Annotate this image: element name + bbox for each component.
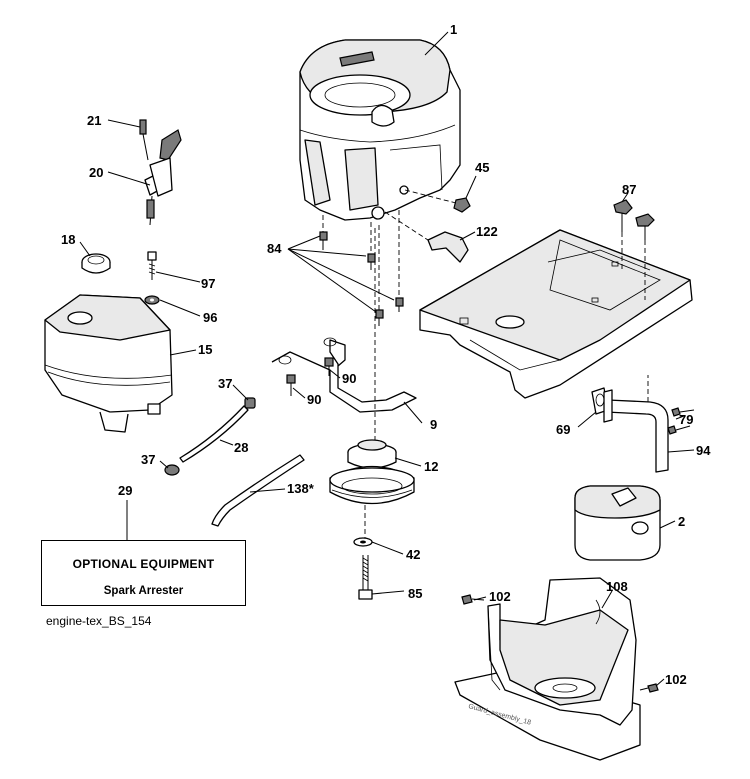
callout-washer-42: 42 [406,547,420,562]
callout-screw-102-right: 102 [665,672,687,687]
callout-bolt-90-a: 90 [342,371,356,386]
callout-clamp-37-bottom: 37 [141,452,155,467]
reference-code: engine-tex_BS_154 [46,614,152,628]
callout-pulley-12: 12 [424,459,438,474]
optional-equipment-subtitle: Spark Arrester [103,585,184,597]
bolts-84 [319,210,404,326]
throttle-control [139,119,182,226]
callout-guard-108: 108 [606,579,628,594]
optional-equipment-title: OPTIONAL EQUIPMENT [72,557,215,571]
bolt-97 [147,251,157,280]
pulley-12 [329,228,415,505]
bolt-90-b [286,374,296,396]
callout-fuel-tank: 15 [198,342,212,357]
knobs-87 [613,199,655,300]
muffler-2 [574,485,661,561]
callout-engine: 1 [450,22,457,37]
callout-screw-102-left: 102 [489,589,511,604]
callout-shield-122: 122 [476,224,498,239]
callout-nut-45: 45 [475,160,489,175]
guard-108 [454,577,641,761]
optional-equipment-box: OPTIONAL EQUIPMENT Spark Arrester [41,540,246,606]
screws-79 [647,375,695,435]
nut-45 [404,189,471,213]
screw-102-left [461,594,485,605]
callout-bolts-84: 84 [267,241,282,256]
callout-clamp-37-top: 37 [218,376,232,391]
bolt-90-a [324,357,334,376]
callout-fuel-cap: 18 [61,232,75,247]
callout-exhaust-pipe-94: 94 [696,443,711,458]
callout-washer-96: 96 [203,310,217,325]
callout-knob-87: 87 [622,182,636,197]
callout-screw-79: 79 [679,412,693,427]
callout-bolt-85: 85 [408,586,422,601]
callout-optional-29: 29 [118,483,132,498]
fuel-cap [81,253,111,274]
callout-gasket-69: 69 [556,422,570,437]
fuel-tank [44,294,173,433]
engine [299,39,461,221]
bolt-85 [358,505,373,600]
washer-96 [144,295,160,305]
callout-bracket-9: 9 [430,417,437,432]
shield-122 [384,211,469,263]
callout-throttle-control: 20 [89,165,103,180]
washer-42 [353,537,373,547]
callout-screw-21: 21 [87,113,101,128]
callout-bolt-90-b: 90 [307,392,321,407]
callout-fuel-line-28: 28 [234,440,248,455]
exhaust-pipe-94 [603,389,669,473]
frame [419,229,693,399]
callout-fuel-line-138: 138* [287,481,315,496]
callouts: 1 21 20 18 97 96 15 37 28 37 138* 29 84 … [61,22,711,687]
leader-lines [79,31,695,687]
callout-muffler-2: 2 [678,514,685,529]
screw-102-right [639,683,659,693]
fuel-lines [164,397,305,527]
bracket-9 [271,337,417,413]
callout-bolt-97: 97 [201,276,215,291]
